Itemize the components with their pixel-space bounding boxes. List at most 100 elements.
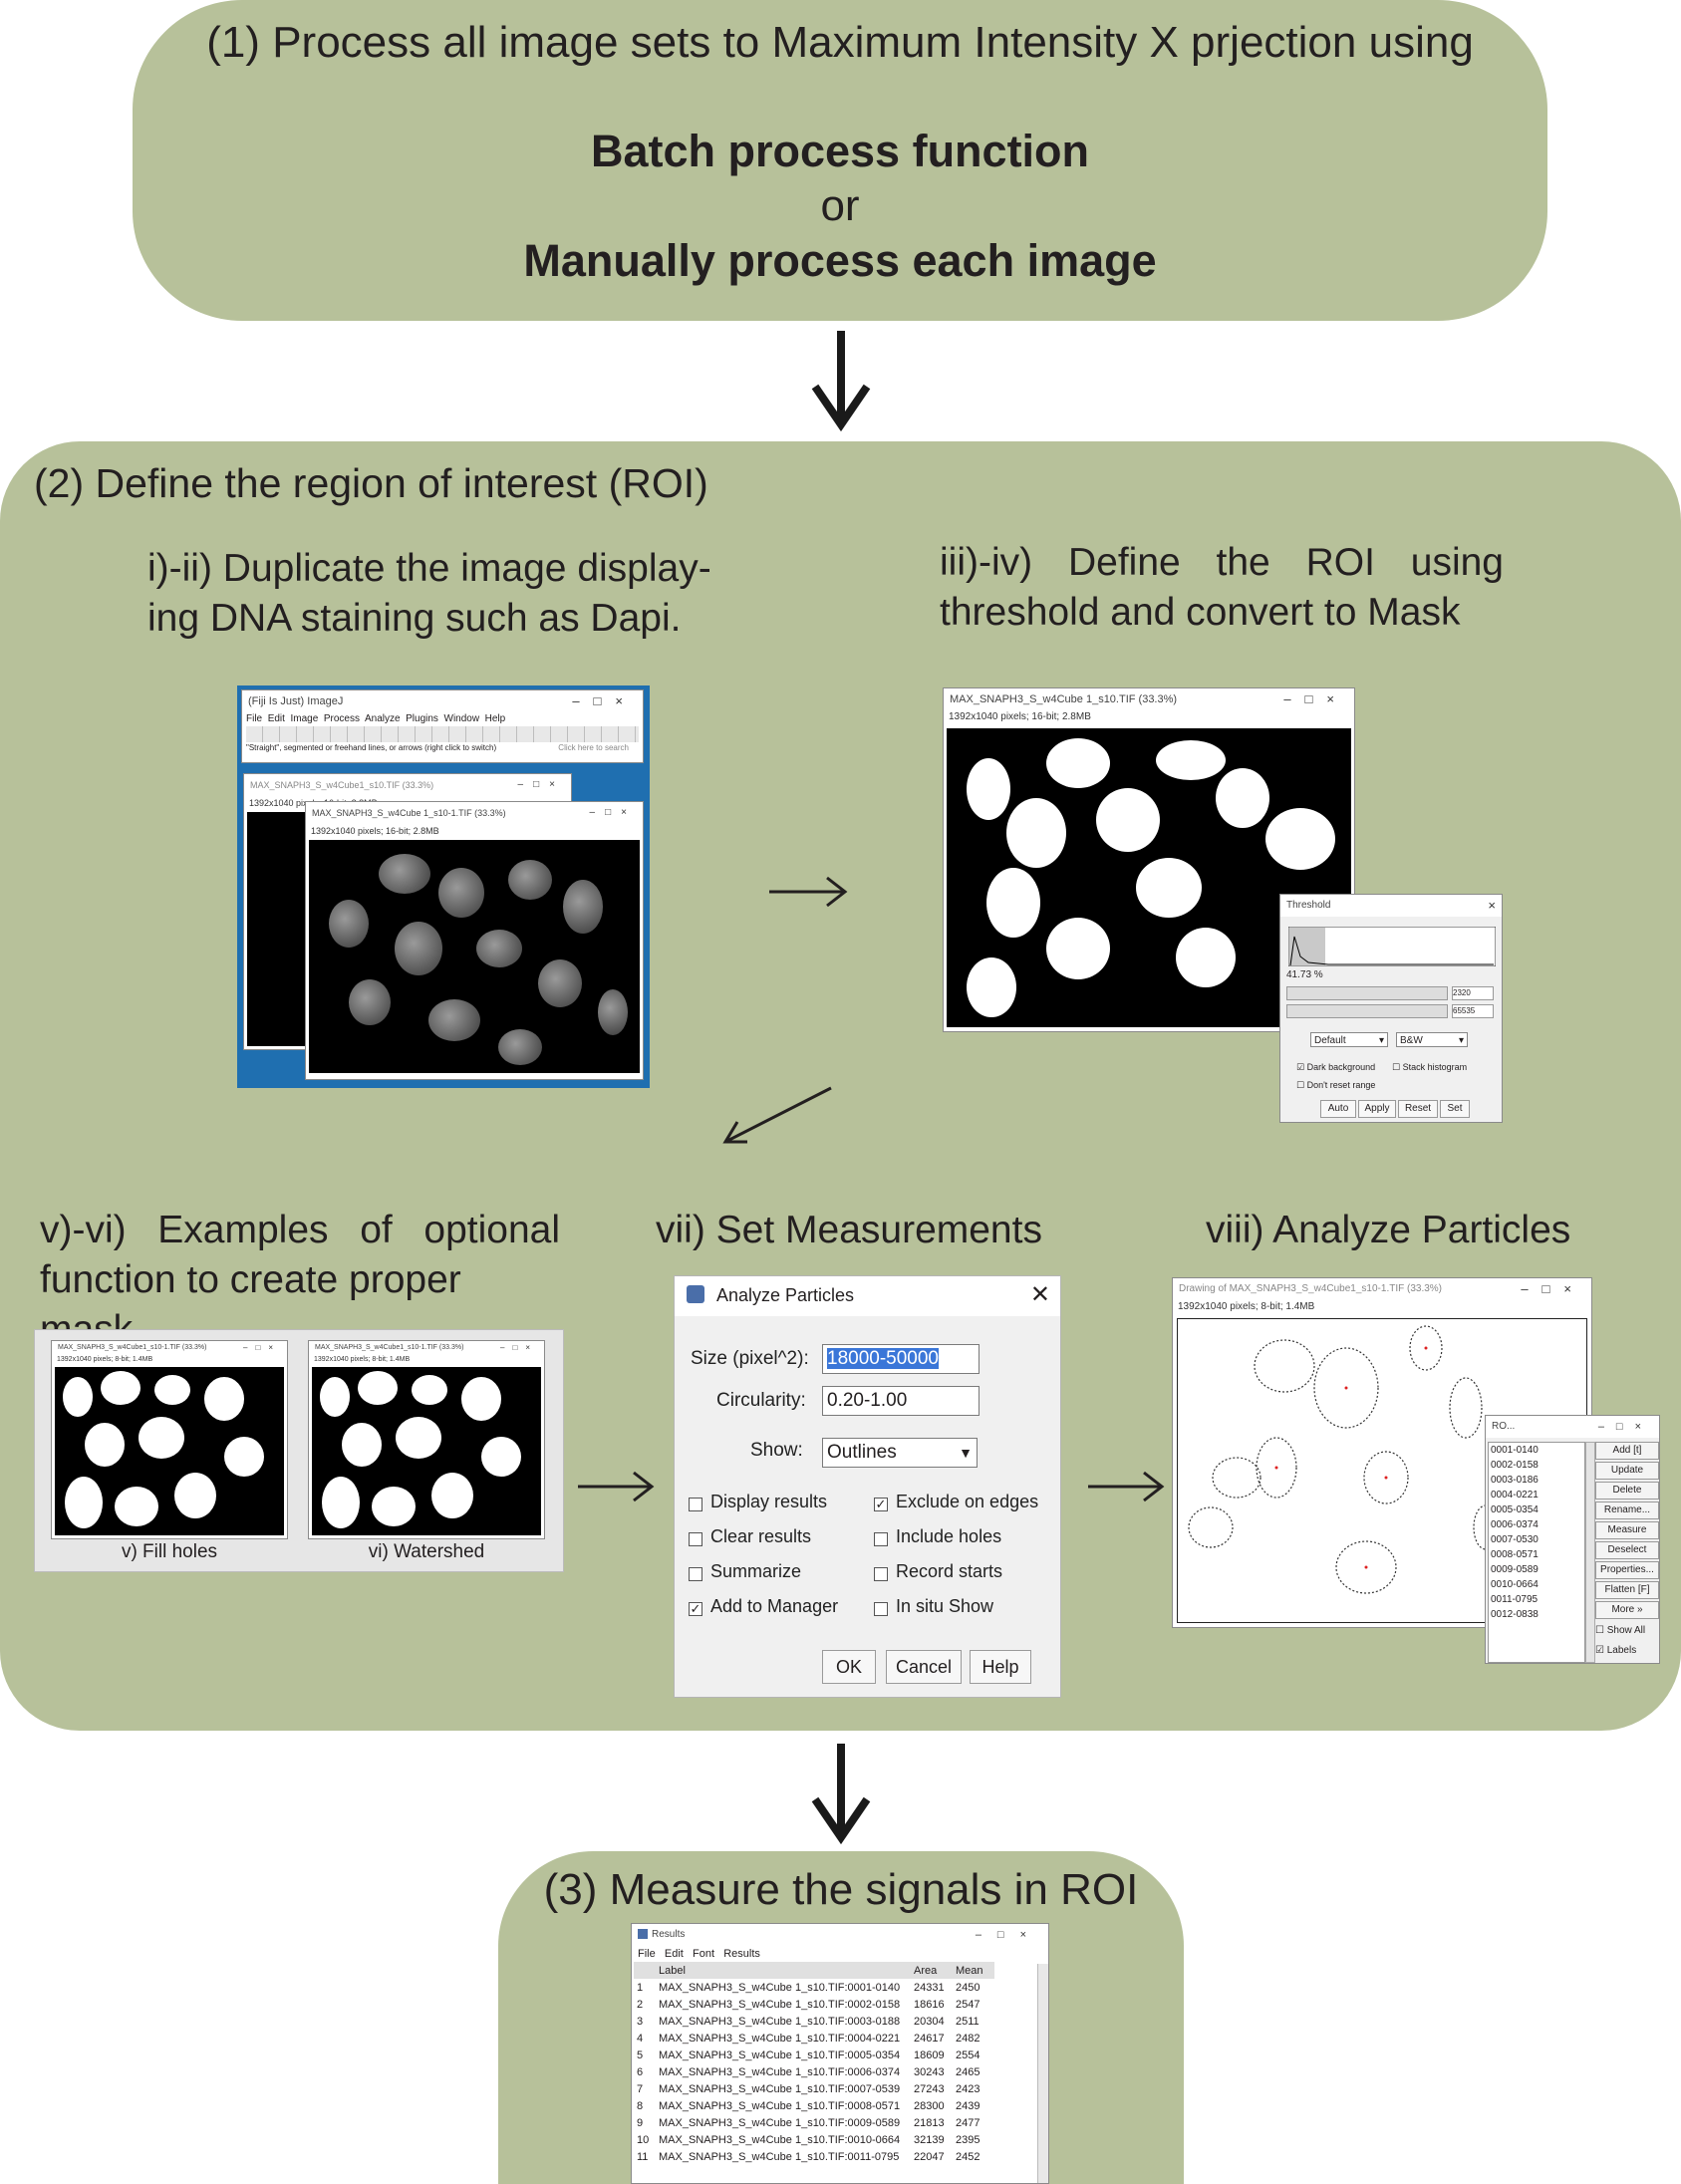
roi-list-item[interactable]: 0001-0140 bbox=[1491, 1445, 1539, 1456]
set-button[interactable]: Set bbox=[1440, 1100, 1470, 1118]
exclude-on-edges-checkbox[interactable]: ✓ bbox=[874, 1497, 888, 1511]
results-window[interactable]: Results –□× File Edit Font Results Label… bbox=[631, 1923, 1049, 2184]
window-controls-icon[interactable]: –□× bbox=[589, 807, 637, 818]
roi-list-item[interactable]: 0012-0838 bbox=[1491, 1609, 1539, 1620]
watershed-window[interactable]: MAX_SNAPH3_S_w4Cube1_s10-1.TIF (33.3%)–□… bbox=[308, 1340, 545, 1539]
rename-button[interactable]: Rename... bbox=[1595, 1502, 1659, 1519]
close-icon[interactable]: × bbox=[1488, 898, 1496, 913]
apply-button[interactable]: Apply bbox=[1358, 1100, 1396, 1118]
min-threshold-slider[interactable] bbox=[1286, 986, 1448, 1000]
menu-plugins[interactable]: Plugins bbox=[406, 713, 438, 724]
roi-list-scrollbar[interactable] bbox=[1585, 1442, 1595, 1663]
properties-button[interactable]: Properties... bbox=[1595, 1561, 1659, 1579]
roi-list-item[interactable]: 0006-0374 bbox=[1491, 1519, 1539, 1530]
ok-button[interactable]: OK bbox=[822, 1650, 876, 1684]
window-controls-icon[interactable]: –□× bbox=[975, 1929, 1042, 1941]
roi-list-item[interactable]: 0002-0158 bbox=[1491, 1460, 1539, 1471]
roi-list[interactable]: 0001-0140 0002-0158 0003-0186 0004-0221 … bbox=[1488, 1442, 1585, 1663]
clear-results-checkbox[interactable] bbox=[689, 1532, 702, 1546]
stack-histogram-checkbox[interactable]: ☐ Stack histogram bbox=[1392, 1062, 1468, 1072]
measure-button[interactable]: Measure bbox=[1595, 1521, 1659, 1539]
more-button[interactable]: More » bbox=[1595, 1601, 1659, 1619]
roi-list-item[interactable]: 0010-0664 bbox=[1491, 1579, 1539, 1590]
menu-results[interactable]: Results bbox=[723, 1948, 760, 1960]
fill-holes-window[interactable]: MAX_SNAPH3_S_w4Cube1_s10-1.TIF (33.3%)–□… bbox=[51, 1340, 288, 1539]
results-scrollbar[interactable] bbox=[1037, 1964, 1048, 2183]
menu-analyze[interactable]: Analyze bbox=[364, 713, 401, 724]
roi-list-item[interactable]: 0011-0795 bbox=[1491, 1594, 1539, 1605]
roi-list-item[interactable]: 0004-0221 bbox=[1491, 1490, 1539, 1501]
window-controls-icon[interactable]: –□× bbox=[1283, 691, 1348, 706]
threshold-method-select[interactable]: Default▾ bbox=[1310, 1032, 1388, 1047]
add-to-manager-checkbox[interactable]: ✓ bbox=[689, 1601, 702, 1616]
imagej-search-field[interactable]: Click here to search bbox=[558, 743, 629, 752]
window-controls-icon[interactable]: –□× bbox=[500, 1343, 538, 1352]
menu-font[interactable]: Font bbox=[693, 1948, 715, 1960]
reset-button[interactable]: Reset bbox=[1398, 1100, 1438, 1118]
roi-manager-window[interactable]: RO...–□× 0001-0140 0002-0158 0003-0186 0… bbox=[1485, 1415, 1660, 1664]
menu-edit[interactable]: Edit bbox=[267, 713, 285, 724]
roi-list-item[interactable]: 0005-0354 bbox=[1491, 1504, 1539, 1515]
menu-file[interactable]: File bbox=[246, 713, 263, 724]
column-header[interactable] bbox=[634, 1962, 656, 1979]
max-threshold-slider[interactable] bbox=[1286, 1004, 1448, 1018]
roi-list-item[interactable]: 0007-0530 bbox=[1491, 1534, 1539, 1545]
min-threshold-field[interactable]: 2320 bbox=[1452, 986, 1494, 1000]
delete-button[interactable]: Delete bbox=[1595, 1482, 1659, 1500]
menu-edit[interactable]: Edit bbox=[664, 1948, 684, 1960]
threshold-mode-select[interactable]: B&W▾ bbox=[1396, 1032, 1468, 1047]
window-controls-icon[interactable]: –□× bbox=[243, 1343, 281, 1352]
roi-list-item[interactable]: 0009-0589 bbox=[1491, 1564, 1539, 1575]
menu-file[interactable]: File bbox=[638, 1948, 656, 1960]
display-results-checkbox[interactable] bbox=[689, 1498, 702, 1511]
update-button[interactable]: Update bbox=[1595, 1462, 1659, 1480]
summarize-checkbox[interactable] bbox=[689, 1567, 702, 1581]
include-holes-checkbox[interactable] bbox=[874, 1532, 888, 1546]
help-button[interactable]: Help bbox=[970, 1650, 1031, 1684]
window-controls-icon[interactable]: –□× bbox=[1521, 1281, 1585, 1296]
column-header[interactable]: Label bbox=[659, 1964, 686, 1977]
column-header[interactable]: Area bbox=[914, 1964, 938, 1977]
close-icon[interactable]: ✕ bbox=[1029, 1281, 1050, 1308]
show-all-checkbox[interactable]: ☐ Show All bbox=[1595, 1625, 1646, 1636]
deselect-button[interactable]: Deselect bbox=[1595, 1541, 1659, 1559]
menu-image[interactable]: Image bbox=[290, 713, 319, 724]
dont-reset-range-checkbox[interactable]: ☐ Don't reset range bbox=[1296, 1080, 1376, 1090]
in-situ-show-checkbox[interactable] bbox=[874, 1602, 888, 1616]
cancel-button[interactable]: Cancel bbox=[886, 1650, 962, 1684]
column-header[interactable]: Mean bbox=[956, 1964, 983, 1977]
window-controls-icon[interactable]: –□× bbox=[517, 779, 565, 790]
show-select[interactable]: Outlines ▼ bbox=[822, 1438, 978, 1468]
add-button[interactable]: Add [t] bbox=[1595, 1442, 1659, 1460]
roi-list-item[interactable]: 0008-0571 bbox=[1491, 1549, 1539, 1560]
menu-window[interactable]: Window bbox=[443, 713, 480, 724]
imagej-toolbar[interactable] bbox=[246, 726, 639, 742]
roi-list-item[interactable]: 0003-0186 bbox=[1491, 1475, 1539, 1486]
size-input[interactable]: 18000-50000 bbox=[822, 1344, 980, 1374]
window-controls-icon[interactable]: –□× bbox=[572, 693, 637, 708]
image-window-front[interactable]: MAX_SNAPH3_S_w4Cube 1_s10-1.TIF (33.3%)–… bbox=[305, 801, 644, 1080]
menu-process[interactable]: Process bbox=[323, 713, 360, 724]
labels-checkbox[interactable]: ☑ Labels bbox=[1595, 1645, 1637, 1656]
max-threshold-field[interactable]: 65535 bbox=[1452, 1004, 1494, 1018]
menu-help[interactable]: Help bbox=[484, 713, 506, 724]
window-controls-icon[interactable]: –□× bbox=[1597, 1421, 1653, 1433]
analyze-particles-dialog[interactable]: Analyze Particles ✕ Size (pixel^2): 1800… bbox=[674, 1275, 1061, 1698]
record-starts-checkbox[interactable] bbox=[874, 1567, 888, 1581]
circularity-input[interactable]: 0.20-1.00 bbox=[822, 1386, 980, 1416]
flatten-button[interactable]: Flatten [F] bbox=[1595, 1581, 1659, 1599]
threshold-dialog[interactable]: Threshold× 41.73 % 2320 65535 Default▾ B… bbox=[1279, 894, 1503, 1123]
dark-background-checkbox[interactable]: ☑ Dark background bbox=[1296, 1062, 1376, 1072]
auto-button[interactable]: Auto bbox=[1320, 1100, 1356, 1118]
